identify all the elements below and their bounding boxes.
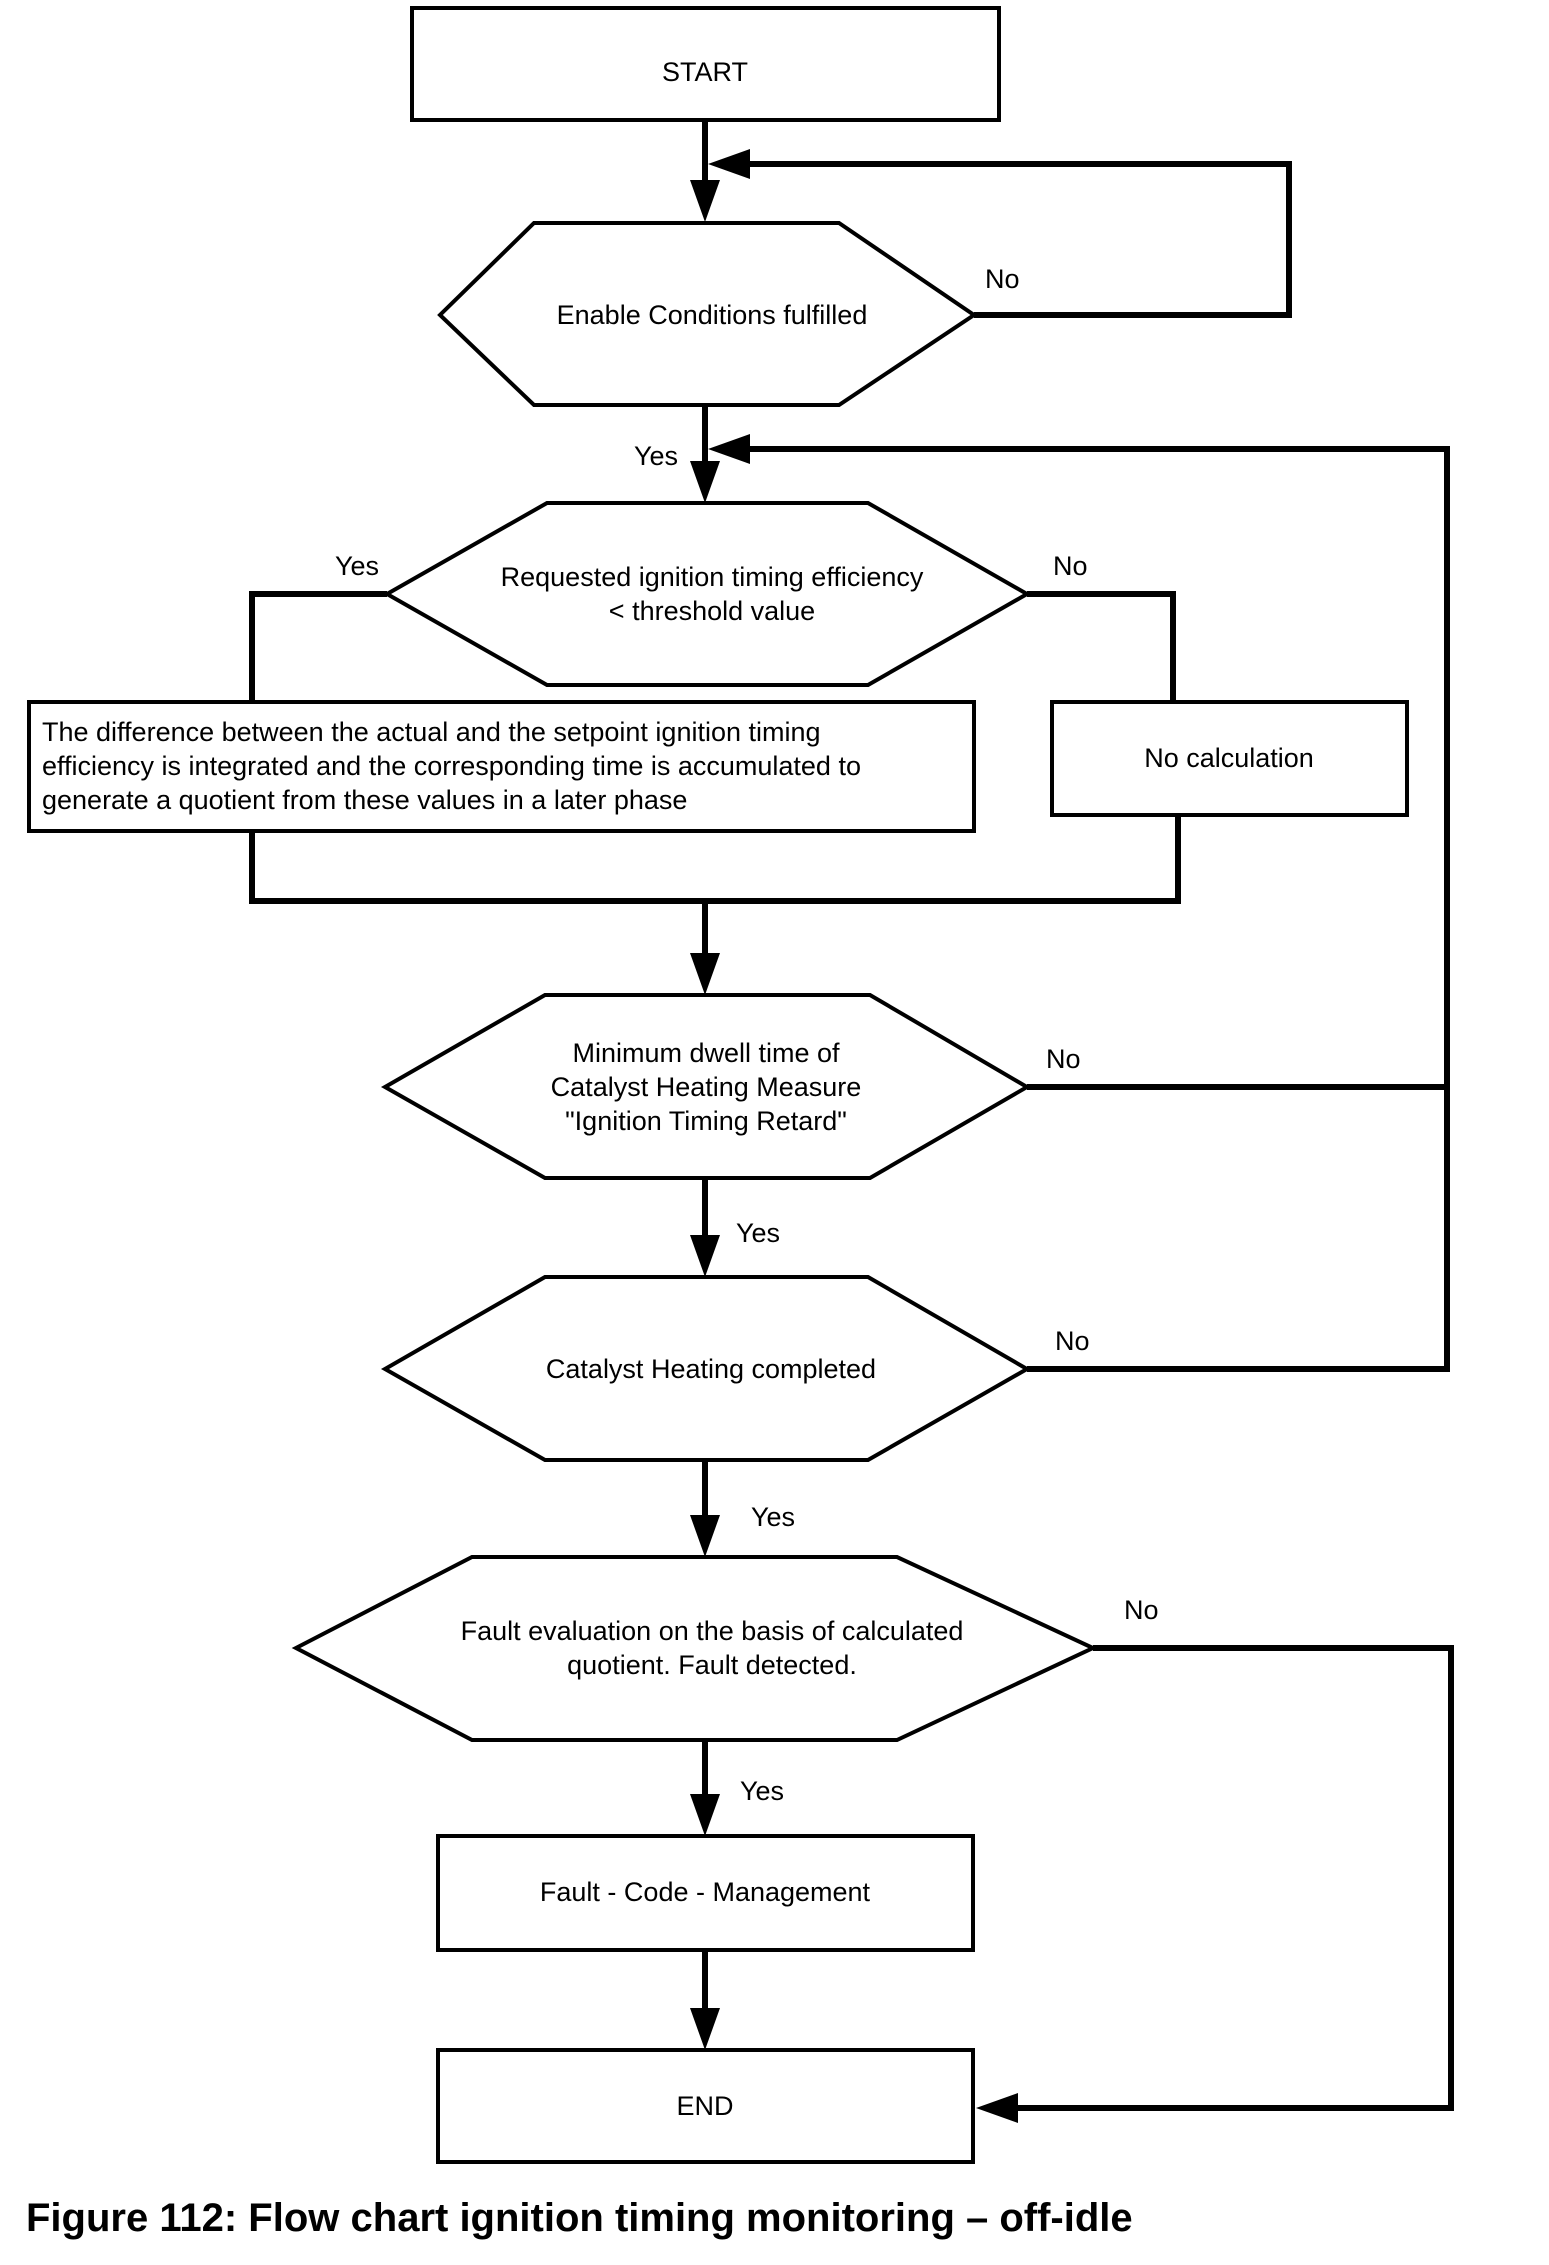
requested-efficiency-decision: Requested ignition timing efficiency < th… xyxy=(382,501,1032,687)
fault-code-management-text: Fault - Code - Management xyxy=(540,1877,871,1907)
arrowhead xyxy=(690,461,720,503)
node-text-line: END xyxy=(676,2091,733,2121)
edge-enable-no-loop xyxy=(744,161,1292,318)
arrowhead xyxy=(976,2093,1018,2123)
edge-requested-no xyxy=(1027,591,1176,702)
min-dwell-time-text: Minimum dwell time of Catalyst Heating Me… xyxy=(551,1038,862,1136)
edge-catalyst-no-loop xyxy=(744,446,1450,1372)
label-requested-yes: Yes xyxy=(335,551,379,581)
node-text-line: Fault evaluation on the basis of calcula… xyxy=(461,1616,964,1646)
fault-evaluation-decision: Fault evaluation on the basis of calcula… xyxy=(291,1555,1098,1742)
enable-conditions-decision: Enable Conditions fulfilled xyxy=(437,221,978,407)
arrowhead xyxy=(708,434,750,464)
label-fault-no: No xyxy=(1124,1595,1159,1625)
figure-caption: Figure 112: Flow chart ignition timing m… xyxy=(26,2196,1133,2240)
label-fault-yes: Yes xyxy=(740,1776,784,1806)
node-text-line: Minimum dwell time of xyxy=(572,1038,840,1068)
requested-efficiency-text: Requested ignition timing efficiency < th… xyxy=(501,562,924,626)
enable-conditions-text: Enable Conditions fulfilled xyxy=(557,300,868,330)
arrowhead xyxy=(690,180,720,222)
end-node: END xyxy=(436,2048,975,2164)
node-text-line: "Ignition Timing Retard" xyxy=(565,1106,847,1136)
node-text-line: Catalyst Heating Measure xyxy=(551,1072,862,1102)
node-text-line: generate a quotient from these values in… xyxy=(42,785,687,815)
integration-process: The difference between the actual and th… xyxy=(27,700,976,833)
catalyst-heating-text: Catalyst Heating completed xyxy=(546,1354,876,1384)
end-node-text: END xyxy=(676,2091,733,2121)
node-text-line: quotient. Fault detected. xyxy=(567,1650,857,1680)
min-dwell-time-decision: Minimum dwell time of Catalyst Heating Me… xyxy=(380,993,1031,1180)
integration-text: The difference between the actual and th… xyxy=(42,717,861,815)
arrowhead xyxy=(690,953,720,995)
label-catalyst-no: No xyxy=(1055,1326,1090,1356)
edge-requested-yes xyxy=(249,591,387,702)
node-text-line: Catalyst Heating completed xyxy=(546,1354,876,1384)
label-enable-yes: Yes xyxy=(634,441,678,471)
label-dwell-no: No xyxy=(1046,1044,1081,1074)
node-text-line: < threshold value xyxy=(609,596,815,626)
node-text-line: Fault - Code - Management xyxy=(540,1877,871,1907)
arrowhead xyxy=(708,149,750,179)
catalyst-heating-decision: Catalyst Heating completed xyxy=(380,1275,1032,1462)
label-catalyst-yes: Yes xyxy=(751,1502,795,1532)
node-text-line: Enable Conditions fulfilled xyxy=(557,300,868,330)
arrowhead xyxy=(690,1794,720,1836)
node-text-line: Requested ignition timing efficiency xyxy=(501,562,924,592)
start-node-text: START xyxy=(662,57,748,87)
no-calculation-text: No calculation xyxy=(1144,743,1314,773)
arrowhead xyxy=(690,1235,720,1277)
node-text-line: No calculation xyxy=(1144,743,1314,773)
label-enable-no: No xyxy=(985,264,1020,294)
arrowhead xyxy=(690,2008,720,2050)
edge-integration-merge xyxy=(249,815,1181,904)
arrowhead xyxy=(690,1515,720,1557)
label-requested-no: No xyxy=(1053,551,1088,581)
fault-evaluation-text: Fault evaluation on the basis of calcula… xyxy=(461,1616,964,1680)
node-text-line: START xyxy=(662,57,748,87)
fault-code-management-process: Fault - Code - Management xyxy=(436,1834,975,1952)
no-calculation-process: No calculation xyxy=(1050,700,1409,817)
start-node: START xyxy=(410,6,1001,122)
edge-fault-no xyxy=(1018,1645,1454,2111)
node-text-line: efficiency is integrated and the corresp… xyxy=(42,751,861,781)
label-dwell-yes: Yes xyxy=(736,1218,780,1248)
node-text-line: The difference between the actual and th… xyxy=(42,717,821,747)
